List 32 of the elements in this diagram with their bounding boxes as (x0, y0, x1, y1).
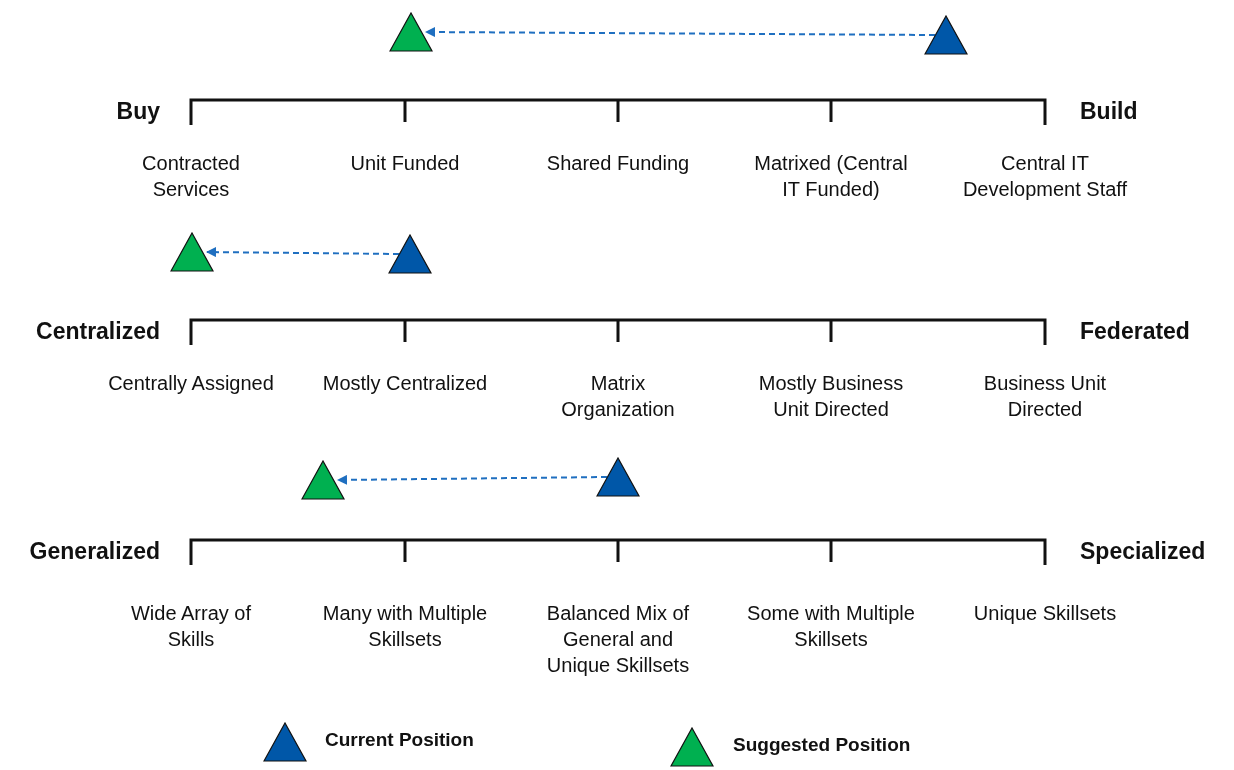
legend-label: Current Position (325, 729, 474, 751)
scale-end-label: Generalized (29, 537, 160, 565)
scale-point-label: Wide Array of Skills (129, 601, 252, 652)
triangle-marker (388, 234, 432, 274)
triangle-marker (170, 232, 214, 272)
scale-point-label: Business Unit Directed (982, 371, 1108, 422)
dashed-arrow (425, 27, 936, 38)
scale-point-label: Matrixed (Central IT Funded) (753, 151, 909, 202)
scale-point-label: Mostly Business Unit Directed (757, 371, 905, 422)
scale-point-label: Centrally Assigned (107, 371, 275, 396)
dashed-arrow (337, 474, 608, 485)
scale-point-label: Balanced Mix of General and Unique Skillsets (545, 601, 691, 678)
scale-end-label: Buy (116, 97, 160, 125)
triangle-marker (301, 460, 345, 500)
scale-end-label: Federated (1080, 317, 1190, 345)
scale-point-label: Unique Skillsets (972, 601, 1118, 626)
scale-point-label: Shared Funding (545, 151, 691, 176)
scale-end-label: Centralized (36, 317, 160, 345)
scale-end-label: Build (1080, 97, 1138, 125)
triangle-marker (596, 457, 640, 497)
scale-point-label: Some with Multiple Skillsets (746, 601, 916, 652)
scale-end-label: Specialized (1080, 537, 1206, 565)
dashed-arrow (206, 247, 400, 258)
legend-label: Suggested Position (733, 734, 911, 756)
scale-point-label: Matrix Organization (560, 371, 676, 422)
triangle-marker (389, 12, 433, 52)
scale-point-label: Mostly Centralized (321, 371, 489, 396)
scale-point-label: Unit Funded (349, 151, 461, 176)
scale-point-label: Many with Multiple Skillsets (321, 601, 489, 652)
scale-point-label: Contracted Services (141, 151, 241, 202)
scale-point-label: Central IT Development Staff (961, 151, 1129, 202)
triangle-marker (924, 15, 968, 55)
